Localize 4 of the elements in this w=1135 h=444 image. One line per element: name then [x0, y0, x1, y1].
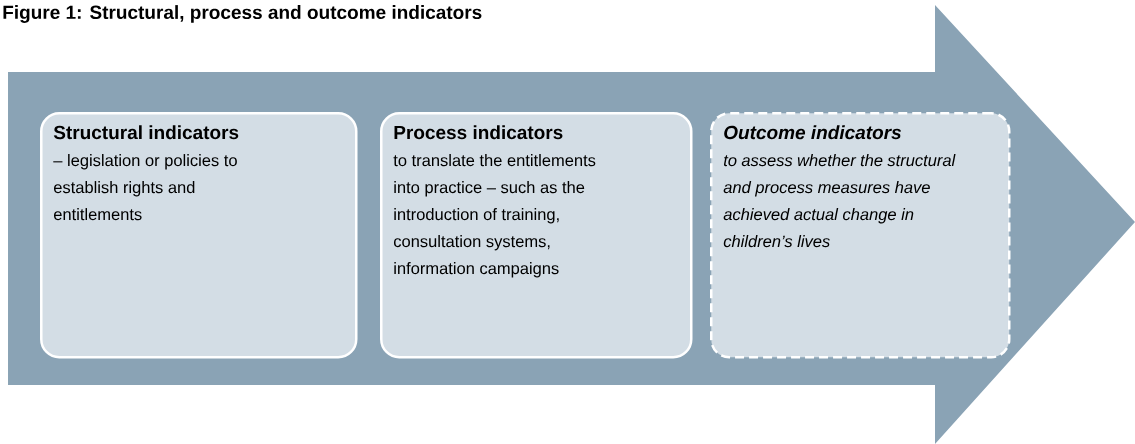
indicator-box: Structural indicators – legislation or policies to establish rights and entitlements	[40, 112, 358, 359]
figure-title: Figure 1: Structural, process and outcome indicators	[3, 5, 482, 23]
indicator-box: Outcome indicators to assess whether the structural and process measures have achieved actual change in children’s lives	[710, 112, 1011, 359]
indicator-box: Process indicators to translate the entitlements into practice – such as the introduction of training, consultation systems, information campaigns	[380, 112, 693, 359]
